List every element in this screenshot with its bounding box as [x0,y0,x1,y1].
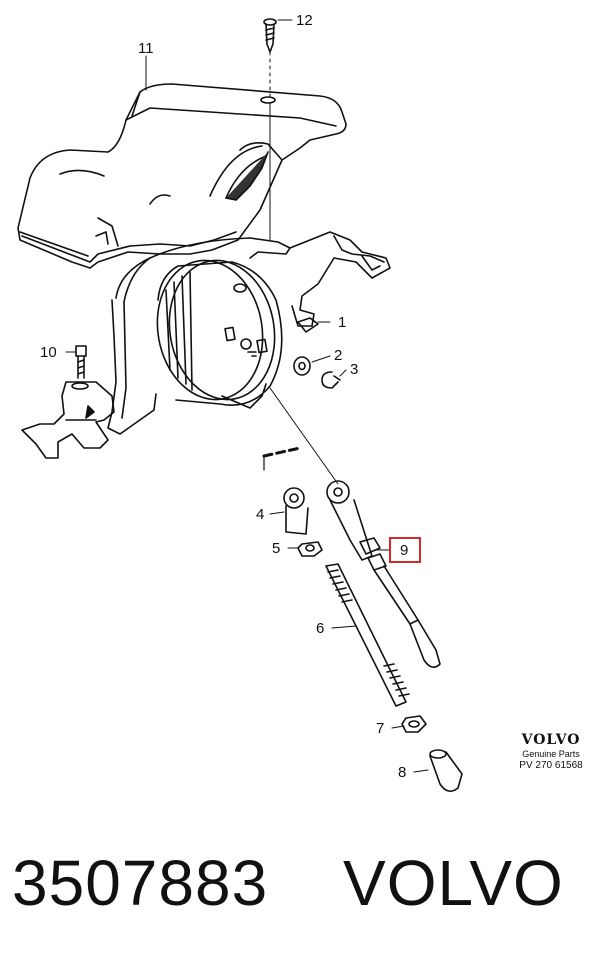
highlight-box-9 [389,537,421,563]
washer-part-2 [293,356,311,376]
motor-bracket [107,231,391,435]
nut-part-5 [297,541,323,557]
callout-7: 7 [376,720,384,737]
exploded-parts-diagram: 12 11 1 2 3 10 4 5 9 6 7 8 [17,12,463,792]
ball-socket-part-4 [283,487,309,535]
lock-nut-part-7 [401,715,427,733]
callout-11: 11 [138,40,154,57]
brand-block: VOLVO Genuine Parts PV 270 61568 [508,732,594,771]
callout-1: 1 [338,314,346,331]
assembly-indicator [262,446,302,471]
callout-4: 4 [256,506,264,523]
brand-code: PV 270 61568 [519,760,583,771]
footer: 3507883 VOLVO [0,822,600,965]
manufacturer-name: VOLVO [343,847,564,919]
motor-drum [156,259,283,409]
cover-part-11 [17,83,347,269]
callout-12: 12 [296,12,313,29]
bolt-part-10 [75,345,87,379]
brand-subtitle: Genuine Parts [522,749,580,759]
brand-name: VOLVO [521,732,581,748]
screw-part-12 [263,18,277,241]
callout-6: 6 [316,620,324,637]
callout-5: 5 [272,540,280,557]
pushrod-part-9 [269,387,441,668]
lower-bracket [21,381,115,459]
part-number: 3507883 [12,847,269,919]
clip-part-3 [321,371,341,389]
callout-9: 9 [400,542,408,559]
callout-2: 2 [334,347,342,364]
end-cap-part-8 [429,749,463,792]
threaded-rod-part-6 [325,563,410,707]
callout-10: 10 [40,344,57,361]
leader-lines [65,19,429,773]
callout-8: 8 [398,764,406,781]
callout-3: 3 [350,361,358,378]
